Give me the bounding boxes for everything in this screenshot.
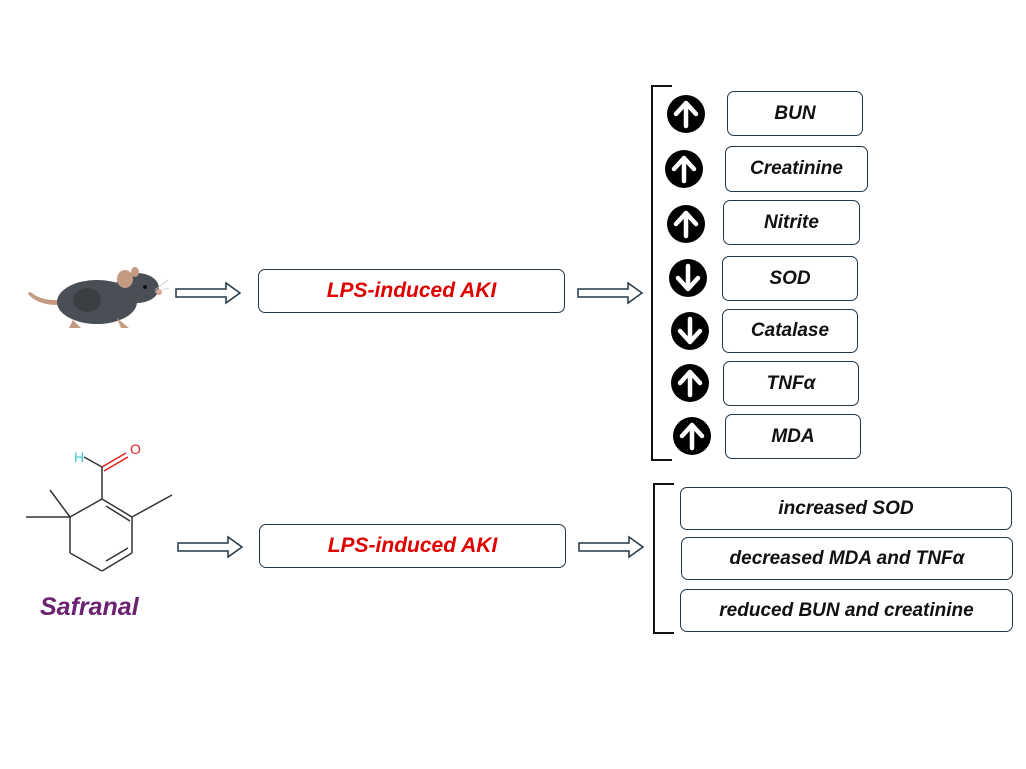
arrow-safranal-to-condition bbox=[177, 535, 244, 559]
marker-box: MDA bbox=[725, 414, 861, 459]
marker-box: Catalase bbox=[722, 309, 858, 353]
bracket-markers bbox=[651, 85, 672, 461]
outcome-label: increased SOD bbox=[778, 497, 914, 519]
outcome-label: decreased MDA and TNFα bbox=[729, 547, 965, 569]
condition-box-lps-aki-2: LPS-induced AKI bbox=[259, 524, 566, 568]
bracket-outcomes bbox=[653, 483, 674, 634]
marker-box: BUN bbox=[727, 91, 863, 136]
condition-label: LPS-induced AKI bbox=[327, 534, 498, 557]
outcome-label: reduced BUN and creatinine bbox=[719, 599, 974, 621]
compound-label: Safranal bbox=[40, 593, 139, 621]
marker-box: Nitrite bbox=[723, 200, 860, 245]
hydrogen-atom-label: H bbox=[74, 449, 84, 465]
marker-label: Nitrite bbox=[764, 211, 819, 233]
outcome-box: reduced BUN and creatinine bbox=[680, 589, 1013, 632]
mouse-illustration bbox=[28, 267, 170, 328]
arrow-condition-to-markers bbox=[577, 281, 644, 305]
marker-label: TNFα bbox=[766, 372, 816, 394]
outcome-box: decreased MDA and TNFα bbox=[681, 537, 1013, 580]
arrow-up-circle-icon bbox=[667, 205, 705, 243]
marker-label: BUN bbox=[774, 102, 816, 124]
marker-box: SOD bbox=[722, 256, 858, 301]
outcome-box: increased SOD bbox=[680, 487, 1012, 530]
arrow-down-circle-icon bbox=[671, 312, 709, 350]
marker-label: Catalase bbox=[750, 320, 830, 341]
condition-label: LPS-induced AKI bbox=[326, 279, 497, 302]
arrow-down-circle-icon bbox=[669, 259, 707, 297]
marker-label: SOD bbox=[769, 267, 811, 289]
arrow-condition-to-outcomes bbox=[578, 535, 645, 559]
arrow-up-circle-icon bbox=[667, 95, 705, 133]
arrow-up-circle-icon bbox=[665, 150, 703, 188]
marker-box: TNFα bbox=[723, 361, 859, 406]
arrow-up-circle-icon bbox=[673, 417, 711, 455]
marker-label: MDA bbox=[771, 425, 815, 447]
oxygen-atom-label: O bbox=[130, 441, 141, 457]
marker-label: Creatinine bbox=[750, 158, 843, 179]
condition-box-lps-aki-1: LPS-induced AKI bbox=[258, 269, 565, 313]
arrow-up-circle-icon bbox=[671, 364, 709, 402]
safranal-structure: H O bbox=[26, 441, 173, 572]
arrow-mouse-to-condition bbox=[175, 281, 242, 305]
marker-box: Creatinine bbox=[725, 146, 868, 192]
